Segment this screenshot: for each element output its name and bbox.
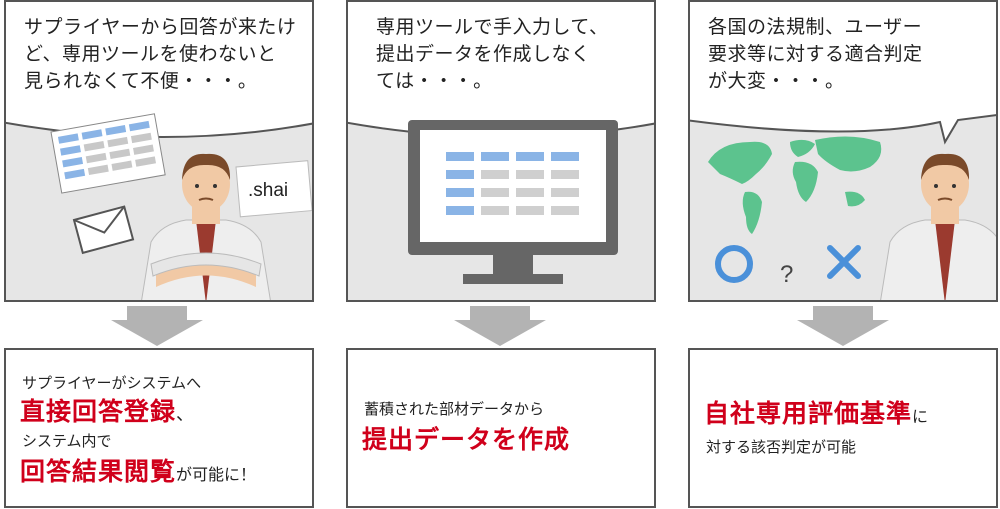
solution-3-line-2: 対する該否判定が可能 bbox=[706, 438, 857, 456]
solution-2-highlight: 提出データを作成 bbox=[362, 420, 570, 456]
solution-1-line-1: サプライヤーがシステムへ bbox=[22, 374, 202, 392]
solution-1-line-2: システム内で bbox=[22, 432, 112, 450]
arrow-down-icon bbox=[797, 306, 889, 346]
circle-mark-icon bbox=[715, 245, 753, 283]
problem-panel-3: ? 各国の法規制、ユーザー 要求等に対する適合判定 が大変・・・。 bbox=[688, 0, 998, 302]
person-icon bbox=[880, 153, 996, 300]
question-mark-icon: ? bbox=[780, 261, 793, 288]
solution-1-suffix-2: が可能に！ bbox=[176, 465, 257, 484]
solution-1-red-1: 直接回答登録 bbox=[20, 397, 177, 426]
world-map-icon bbox=[708, 136, 882, 234]
solution-box-1: サプライヤーがシステムへ 直接回答登録、 システム内で 回答結果閲覧が可能に！ bbox=[4, 348, 314, 508]
solution-box-2: 蓄積された部材データから 提出データを作成 bbox=[346, 348, 656, 508]
file-badge-icon bbox=[235, 160, 312, 218]
solution-2-red-1: 提出データを作成 bbox=[362, 425, 571, 454]
solution-2-line-1: 蓄積された部材データから bbox=[364, 400, 545, 418]
solution-1-suffix-1: 、 bbox=[176, 404, 195, 425]
panel-1-speech: サプライヤーから回答が来たけど、専用ツールを使わないと 見られなくて不便・・・。 bbox=[24, 16, 297, 92]
problem-panel-2: 専用ツールで手入力して、 提出データを作成しなく ては・・・。 bbox=[346, 0, 656, 302]
panel-2-scene bbox=[348, 2, 654, 284]
person-icon bbox=[141, 153, 271, 300]
panel-1-scene bbox=[6, 2, 312, 300]
solution-1-highlight-2: 回答結果閲覧が可能に！ bbox=[20, 452, 256, 488]
table-icon bbox=[50, 113, 166, 194]
solution-3-red-1: 自社専用評価基準 bbox=[704, 399, 913, 428]
arrow-down-icon bbox=[111, 306, 203, 346]
solution-1-red-2: 回答結果閲覧 bbox=[20, 457, 177, 486]
solution-box-3: 自社専用評価基準に 対する該否判定が可能 bbox=[688, 348, 998, 508]
cross-mark-icon bbox=[827, 245, 861, 279]
panel-3-speech: 各国の法規制、ユーザー 要求等に対する適合判定 が大変・・・。 bbox=[708, 16, 923, 92]
monitor-icon bbox=[408, 120, 618, 284]
solution-1-highlight-1: 直接回答登録、 bbox=[20, 392, 194, 428]
solution-3-suffix-1: に bbox=[912, 407, 929, 426]
problem-panel-1: サプライヤーから回答が来たけど、専用ツールを使わないと 見られなくて不便・・・。… bbox=[4, 0, 314, 302]
arrow-down-icon bbox=[454, 306, 546, 346]
solution-3-highlight: 自社専用評価基準に bbox=[704, 394, 928, 430]
panel-3-scene: ? bbox=[690, 2, 996, 300]
file-extension-label: .shai bbox=[248, 180, 289, 201]
panel-2-speech: 専用ツールで手入力して、 提出データを作成しなく ては・・・。 bbox=[376, 16, 609, 92]
envelope-icon bbox=[72, 205, 135, 255]
